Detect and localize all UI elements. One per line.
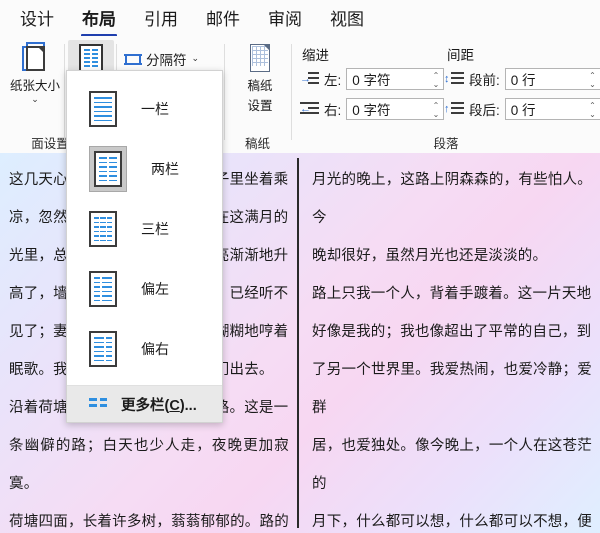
- indent-right-icon: ←: [300, 101, 319, 117]
- grid-paper-icon: [247, 42, 273, 74]
- three-columns-label: 三栏: [141, 221, 169, 237]
- indent-left-input[interactable]: 0 字符 ⌃⌄: [346, 68, 445, 90]
- document-line: 居，也爱独处。像今晚上，一个人在这苍茫的: [312, 438, 592, 492]
- paragraph-group-label: 段落: [433, 137, 459, 151]
- left-column-icon: [89, 271, 117, 307]
- one-column-label: 一栏: [141, 101, 169, 117]
- document-line: 晚却很好，虽然月光也还是淡淡的。: [312, 248, 548, 264]
- menu-item-right-column[interactable]: 偏右: [67, 319, 222, 379]
- breaks-chevron-down-icon[interactable]: ⌄: [191, 53, 200, 63]
- tab-mailings[interactable]: 邮件: [206, 9, 240, 29]
- left-column-label: 偏左: [141, 281, 169, 297]
- tab-review[interactable]: 审阅: [268, 9, 302, 29]
- space-after-input[interactable]: 0 行 ⌃⌄: [504, 98, 600, 120]
- indent-left-row: → 左: 0 字符 ⌃⌄: [300, 68, 445, 90]
- columns-icon: [79, 44, 103, 74]
- space-before-value: 0 行: [510, 73, 536, 88]
- columns-dropdown-menu: 一栏 两栏: [66, 70, 223, 423]
- indent-left-label: 左:: [324, 73, 342, 88]
- space-before-input[interactable]: 0 行 ⌃⌄: [504, 68, 600, 90]
- breaks-label: 分隔符: [146, 52, 187, 68]
- ribbon-tabbar: 设计 布局 引用 邮件 审阅 视图: [0, 0, 600, 37]
- tab-view[interactable]: 视图: [330, 9, 364, 29]
- grid-paper-settings-button[interactable]: 稿纸 设置: [228, 42, 292, 114]
- indent-right-row: ← 右: 0 字符 ⌃⌄: [300, 98, 445, 120]
- menu-item-one-column[interactable]: 一栏: [67, 79, 222, 139]
- space-after-icon: ↑: [444, 101, 464, 117]
- indent-left-value: 0 字符: [352, 73, 391, 88]
- tab-layout[interactable]: 布局: [72, 3, 126, 37]
- grid-paper-group-label: 稿纸: [244, 137, 270, 151]
- paper-size-icon: [22, 42, 48, 74]
- ribbon-group-grid-paper: 稿纸 设置 稿纸: [225, 36, 290, 153]
- one-column-icon-wrap: [89, 91, 117, 127]
- document-column-right[interactable]: 月光的晚上，这路上阴森森的，有些怕人。今晚却很好，虽然月光也还是淡淡的。路上只我…: [312, 161, 592, 533]
- document-line: 路上只我一个人，背着手踱着。这一片天地: [312, 286, 592, 302]
- document-line: 条幽僻的路；白天也少人走，夜晚更加寂寞。: [9, 438, 289, 492]
- grid-paper-line2: 设置: [247, 99, 273, 113]
- grid-paper-line1: 稿纸: [247, 79, 273, 93]
- document-line: 月光的晚上，这路上阴森森的，有些怕人。今: [312, 172, 592, 226]
- columns-menu-items: 一栏 两栏: [67, 71, 222, 385]
- indent-right-spinner[interactable]: ⌃⌄: [432, 100, 440, 119]
- document-line: 月下，什么都可以想，什么都可以不想，便觉: [312, 514, 592, 530]
- indent-left-spinner[interactable]: ⌃⌄: [432, 70, 440, 89]
- space-before-label: 段前:: [469, 73, 500, 88]
- three-columns-icon-wrap: [89, 211, 117, 247]
- space-after-spinner[interactable]: ⌃⌄: [589, 100, 596, 119]
- document-line: 了另一个世界里。我爱热闹，也爱冷静；爱群: [312, 362, 592, 416]
- indent-right-label: 右:: [324, 103, 342, 118]
- space-after-label: 段后:: [469, 103, 500, 118]
- column-separator: [297, 158, 299, 528]
- ribbon-body: 纸张大小 ⌄ 栏 ⌄ 分隔符 ⌄ 12: [0, 36, 600, 423]
- indent-right-input[interactable]: 0 字符 ⌃⌄: [346, 98, 445, 120]
- break-icon: [124, 50, 142, 68]
- space-before-icon: ↕: [444, 71, 464, 87]
- document-line: 好像是我的；我也像超出了平常的自己，到: [312, 324, 592, 340]
- two-columns-icon: [94, 151, 122, 187]
- more-columns-icon: [89, 398, 107, 410]
- indent-right-value: 0 字符: [352, 103, 391, 118]
- left-column-icon-wrap: [89, 271, 117, 307]
- space-before-spinner[interactable]: ⌃⌄: [589, 70, 596, 89]
- right-column-icon-wrap: [89, 331, 117, 367]
- paper-size-button[interactable]: 纸张大小 ⌄: [3, 42, 67, 104]
- ribbon-group-paragraph: 缩进 间距 → 左: 0 字符 ⌃⌄ ←: [292, 36, 600, 153]
- page-setup-group-label: 面设置: [31, 137, 69, 151]
- ribbon-tabs: 设计 布局 引用 邮件 审阅 视图: [0, 0, 600, 37]
- indent-header: 缩进: [302, 48, 329, 63]
- two-columns-label: 两栏: [151, 161, 179, 177]
- breaks-button[interactable]: 分隔符 ⌄: [124, 46, 199, 71]
- menu-item-three-columns[interactable]: 三栏: [67, 199, 222, 259]
- space-after-row: ↑ 段后: 0 行 ⌃⌄: [444, 98, 600, 120]
- paper-size-label: 纸张大小: [9, 79, 60, 93]
- one-column-icon: [89, 91, 117, 127]
- right-column-icon: [89, 331, 117, 367]
- menu-item-more-columns[interactable]: 更多栏(C)...: [67, 385, 222, 422]
- document-line: 荷塘四面，长着许多树，蓊蓊郁郁的。路的一: [9, 514, 289, 530]
- more-columns-label: 更多栏(C)...: [121, 397, 197, 414]
- indent-left-icon: →: [300, 71, 319, 87]
- menu-item-two-columns[interactable]: 两栏: [67, 139, 222, 199]
- spacing-header: 间距: [447, 48, 474, 63]
- chevron-down-icon[interactable]: ⌄: [31, 94, 39, 104]
- two-columns-selected-highlight: [89, 146, 127, 192]
- tab-references[interactable]: 引用: [144, 9, 178, 29]
- space-before-row: ↕ 段前: 0 行 ⌃⌄: [444, 68, 600, 90]
- right-column-label: 偏右: [141, 341, 169, 357]
- three-columns-icon: [89, 211, 117, 247]
- menu-item-left-column[interactable]: 偏左: [67, 259, 222, 319]
- space-after-value: 0 行: [510, 103, 536, 118]
- tab-design[interactable]: 设计: [20, 9, 54, 29]
